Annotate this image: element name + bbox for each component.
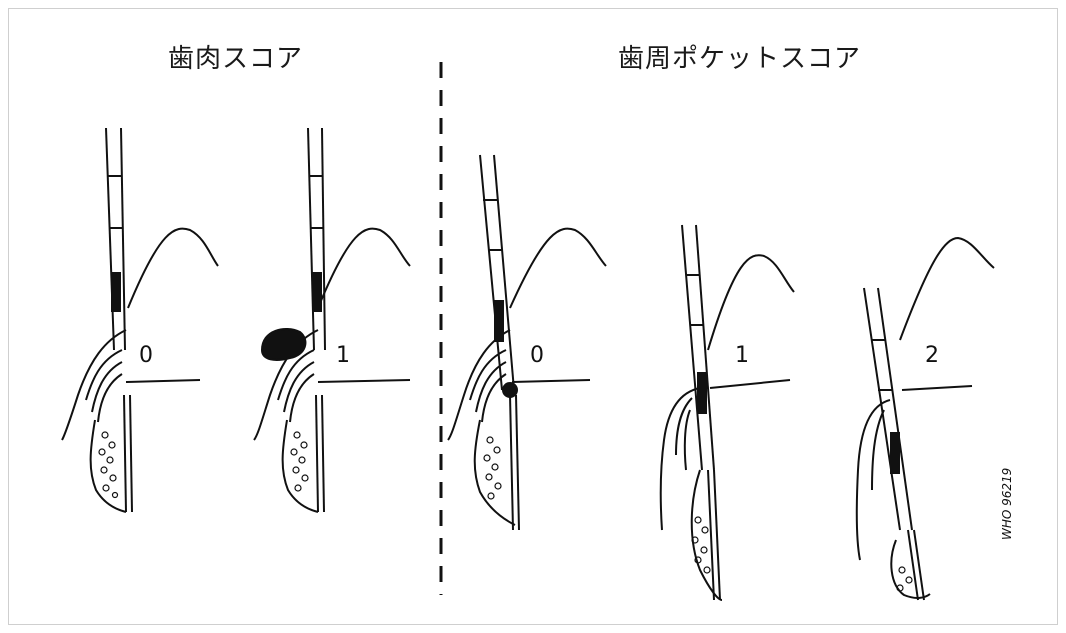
bone-outline: [89, 419, 127, 513]
pocket-score-1-label: 1: [735, 343, 749, 368]
gingival-score-title: 歯肉スコア: [168, 44, 304, 74]
gingival-score-1-label: 1: [336, 343, 350, 368]
tooth-crown-outline: [127, 227, 219, 309]
figure-code: WHO 96219: [1000, 467, 1014, 540]
pocket-score-2-label: 2: [925, 343, 939, 368]
bleeding-drop: [260, 328, 307, 361]
gingiva-outline: [61, 329, 127, 441]
bone-texture: [98, 431, 119, 499]
pocket-panel-0: [447, 154, 607, 531]
tooth-surface-line: [125, 379, 201, 383]
gingival-score-0-label: 0: [139, 343, 153, 368]
pocket-score-0-label: 0: [530, 343, 544, 368]
pocket-panel-2: [855, 236, 995, 601]
probe-left-edge: [105, 127, 115, 351]
gingival-panel-0: [61, 127, 219, 513]
pocket-panel-1: [659, 224, 795, 601]
probe-band: [111, 272, 121, 312]
pocket-score-title: 歯周ポケットスコア: [618, 44, 862, 74]
gingival-panel-1: [253, 127, 411, 513]
probe-right-edge: [120, 127, 126, 351]
